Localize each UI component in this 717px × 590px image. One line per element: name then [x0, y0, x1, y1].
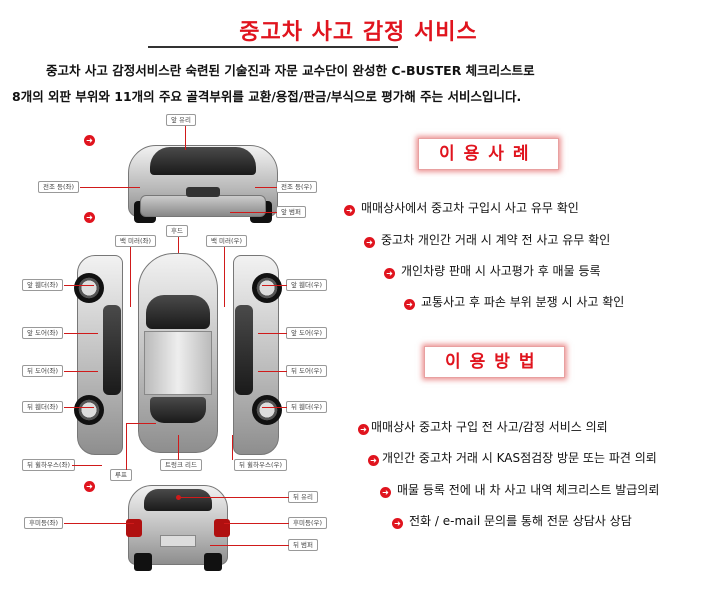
label-rear-lamp-left: 후미등(좌) [24, 517, 63, 529]
label-rear-fender-right: 뒤 휀더(우) [286, 401, 328, 413]
label-trunk-lid: 트렁크 리드 [160, 459, 202, 471]
label-front-door-right: 앞 도어(우) [286, 327, 328, 339]
title-underline [148, 46, 398, 48]
label-hood: 후드 [166, 225, 188, 237]
arrow-right-icon: ➜ [380, 487, 391, 498]
label-front-fender-left: 앞 휀더(좌) [22, 279, 64, 291]
use-case-item-3: ➜개인차량 판매 시 사고평가 후 매물 등록 [384, 262, 601, 279]
use-case-item-1: ➜매매상사에서 중고차 구입시 사고 유무 확인 [344, 199, 579, 216]
arrow-right-icon: ➜ [84, 135, 95, 146]
use-case-item-2: ➜중고차 개인간 거래 시 계약 전 사고 유무 확인 [364, 231, 610, 248]
label-front-fender-right: 앞 휀더(우) [286, 279, 328, 291]
arrow-right-icon: ➜ [364, 237, 375, 248]
label-rear-wheelhouse-right: 뒤 휠하우스(우) [234, 459, 288, 471]
label-rear-glass: 뒤 유리 [288, 491, 319, 503]
intro-line-1: 중고차 사고 감정서비스란 숙련된 기술진과 자문 교수단이 완성한 C-BUS… [46, 63, 535, 78]
intro-line-2: 8개의 외판 부위와 11개의 주요 골격부위를 교환/용접/판금/부식으로 평… [12, 89, 522, 104]
intro-text: 중고차 사고 감정서비스란 숙련된 기술진과 자문 교수단이 완성한 C-BUS… [0, 58, 717, 110]
use-case-item-4: ➜교통사고 후 파손 부위 분쟁 시 사고 확인 [404, 293, 624, 310]
car-diagram: ➜ ➜ ➜ 앞 유리 전조 등(좌) 전조 등(우) 앞 범퍼 백 미러(좌) … [0, 105, 340, 590]
label-rear-fender-left: 뒤 휀더(좌) [22, 401, 64, 413]
arrow-right-icon: ➜ [358, 424, 369, 435]
label-front-door-left: 앞 도어(좌) [22, 327, 64, 339]
arrow-right-icon: ➜ [368, 455, 379, 466]
arrow-right-icon: ➜ [344, 205, 355, 216]
label-rear-door-right: 뒤 도어(우) [286, 365, 328, 377]
label-rear-wheelhouse-left: 뒤 휠하우스(좌) [22, 459, 76, 471]
label-rear-bumper: 뒤 범퍼 [288, 539, 319, 551]
arrow-right-icon: ➜ [84, 481, 95, 492]
page-title: 중고차 사고 감정 서비스 [239, 20, 478, 45]
how-to-item-1: ➜매매상사 중고차 구입 전 사고/감정 서비스 의뢰 [358, 418, 608, 435]
label-front-lamp-left: 전조 등(좌) [38, 181, 80, 193]
label-front-lamp-right: 전조 등(우) [276, 181, 318, 193]
label-rear-door-left: 뒤 도어(좌) [22, 365, 64, 377]
how-to-heading: 이용방법 [424, 346, 565, 378]
label-rear-lamp-right: 후미등(우) [288, 517, 327, 529]
label-front-bumper: 앞 범퍼 [276, 206, 307, 218]
label-front-glass: 앞 유리 [166, 114, 197, 126]
arrow-right-icon: ➜ [84, 212, 95, 223]
use-cases-heading: 이용사례 [418, 138, 559, 170]
how-to-item-3: ➜매물 등록 전에 내 차 사고 내역 체크리스트 발급의뢰 [380, 481, 659, 498]
how-to-item-2: ➜개인간 중고차 거래 시 KAS점검장 방문 또는 파견 의뢰 [368, 449, 657, 466]
arrow-right-icon: ➜ [384, 268, 395, 279]
how-to-item-4: ➜전화 / e-mail 문의를 통해 전문 상담사 상담 [392, 512, 632, 529]
label-roof: 루프 [110, 469, 132, 481]
label-back-mirror-left: 백 미러(좌) [115, 235, 157, 247]
label-back-mirror-right: 백 미러(우) [206, 235, 248, 247]
arrow-right-icon: ➜ [392, 518, 403, 529]
arrow-right-icon: ➜ [404, 299, 415, 310]
